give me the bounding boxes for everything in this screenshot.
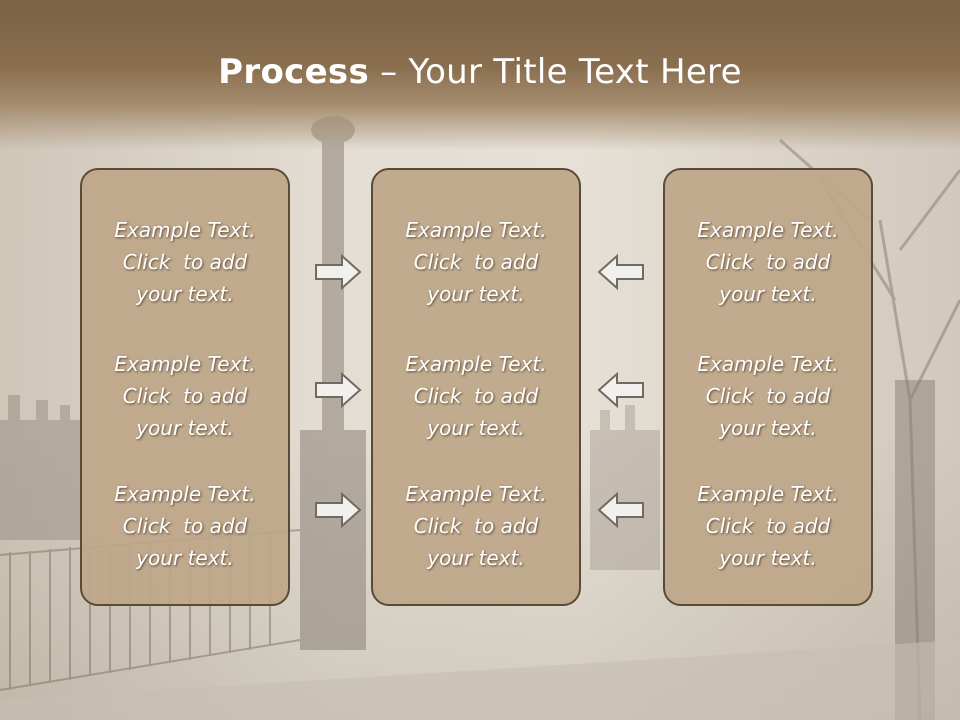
text-placeholder[interactable]: Example Text. Click to add your text. xyxy=(82,214,288,310)
text-line: Click to add xyxy=(413,514,539,538)
text-placeholder[interactable]: Example Text. Click to add your text. xyxy=(373,348,579,444)
arrow-right-icon[interactable] xyxy=(314,492,362,528)
text-line: Example Text. xyxy=(405,482,547,506)
text-placeholder[interactable]: Example Text. Click to add your text. xyxy=(82,478,288,574)
text-line: Click to add xyxy=(413,250,539,274)
text-line: your text. xyxy=(136,282,234,306)
text-line: your text. xyxy=(136,416,234,440)
text-placeholder[interactable]: Example Text. Click to add your text. xyxy=(665,478,871,574)
text-line: Example Text. xyxy=(114,218,256,242)
text-line: Click to add xyxy=(705,384,831,408)
arrow-right-icon[interactable] xyxy=(314,254,362,290)
text-line: Click to add xyxy=(705,250,831,274)
text-placeholder[interactable]: Example Text. Click to add your text. xyxy=(82,348,288,444)
text-line: Example Text. xyxy=(405,352,547,376)
text-line: Example Text. xyxy=(697,218,839,242)
text-line: Example Text. xyxy=(114,352,256,376)
text-line: your text. xyxy=(427,546,525,570)
text-line: your text. xyxy=(427,416,525,440)
text-placeholder[interactable]: Example Text. Click to add your text. xyxy=(665,214,871,310)
text-line: your text. xyxy=(719,546,817,570)
text-line: your text. xyxy=(427,282,525,306)
text-placeholder[interactable]: Example Text. Click to add your text. xyxy=(373,478,579,574)
text-line: Click to add xyxy=(705,514,831,538)
arrow-left-icon[interactable] xyxy=(597,372,645,408)
text-line: Click to add xyxy=(122,514,248,538)
title-band xyxy=(0,0,960,150)
text-line: Example Text. xyxy=(697,352,839,376)
text-line: Example Text. xyxy=(405,218,547,242)
text-placeholder[interactable]: Example Text. Click to add your text. xyxy=(373,214,579,310)
arrow-right-icon[interactable] xyxy=(314,372,362,408)
arrow-left-icon[interactable] xyxy=(597,492,645,528)
title-strong: Process xyxy=(218,52,370,92)
arrow-left-icon[interactable] xyxy=(597,254,645,290)
process-box-left[interactable]: Example Text. Click to add your text. Ex… xyxy=(80,168,290,606)
text-line: Example Text. xyxy=(697,482,839,506)
text-line: your text. xyxy=(136,546,234,570)
title-rest: Your Title Text Here xyxy=(408,52,742,92)
slide-title[interactable]: Process – Your Title Text Here xyxy=(0,52,960,92)
text-line: your text. xyxy=(719,416,817,440)
process-box-center[interactable]: Example Text. Click to add your text. Ex… xyxy=(371,168,581,606)
text-line: Example Text. xyxy=(114,482,256,506)
text-line: Click to add xyxy=(413,384,539,408)
text-line: Click to add xyxy=(122,384,248,408)
text-placeholder[interactable]: Example Text. Click to add your text. xyxy=(665,348,871,444)
process-box-right[interactable]: Example Text. Click to add your text. Ex… xyxy=(663,168,873,606)
text-line: your text. xyxy=(719,282,817,306)
title-dash: – xyxy=(369,52,409,92)
text-line: Click to add xyxy=(122,250,248,274)
